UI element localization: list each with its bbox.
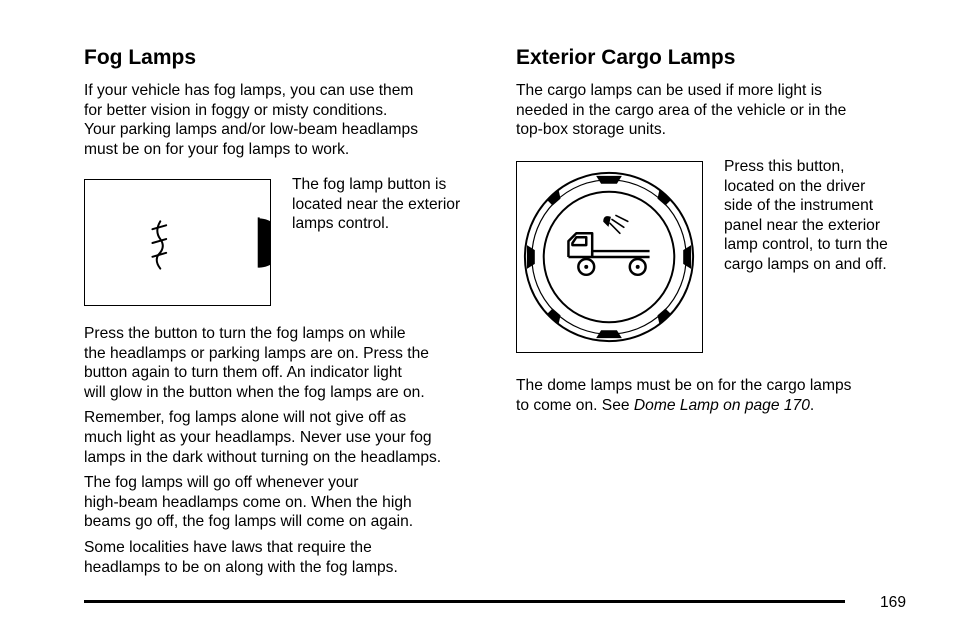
fog-lamps-section: Fog Lamps If your vehicle has fog lamps,… <box>84 45 494 159</box>
fog-lamps-heading: Fog Lamps <box>84 46 197 69</box>
fog-paragraph: Remember, fog lamps alone will not give … <box>84 409 442 466</box>
cargo-lamp-figure <box>516 161 703 353</box>
cargo-lamp-figure-caption: Press this button, located on the driver… <box>724 158 888 273</box>
fog-lamp-figure <box>84 179 271 306</box>
fog-lamp-icon <box>151 217 270 270</box>
fog-paragraph: The fog lamps will go off whenever your … <box>84 474 414 531</box>
fog-paragraph: Press the button to turn the fog lamps o… <box>84 325 429 401</box>
dome-lamp-reference: Dome Lamp on page 170 <box>633 396 810 414</box>
footer-rule <box>84 600 845 603</box>
fog-paragraph: Some localities have laws that require t… <box>84 538 398 576</box>
cargo-lamp-button-icon <box>523 171 695 343</box>
fog-lamps-body: Press the button to turn the fog lamps o… <box>84 324 494 577</box>
page-number: 169 <box>880 594 907 611</box>
cargo-lamps-heading: Exterior Cargo Lamps <box>516 46 736 69</box>
fog-lamp-figure-caption: The fog lamp button is located near the … <box>292 176 461 233</box>
cargo-closing-paragraph: The dome lamps must be on for the cargo … <box>516 376 916 415</box>
cargo-closing-text: The dome lamps must be on for the cargo … <box>516 377 852 414</box>
cargo-closing-end: . <box>809 396 815 414</box>
cargo-lamps-closing: The dome lamps must be on for the cargo … <box>516 376 916 415</box>
fog-lamps-intro: If your vehicle has fog lamps, you can u… <box>84 82 419 158</box>
cargo-lamps-intro: The cargo lamps can be used if more ligh… <box>516 82 847 139</box>
cargo-lamps-section: Exterior Cargo Lamps The cargo lamps can… <box>516 45 916 140</box>
